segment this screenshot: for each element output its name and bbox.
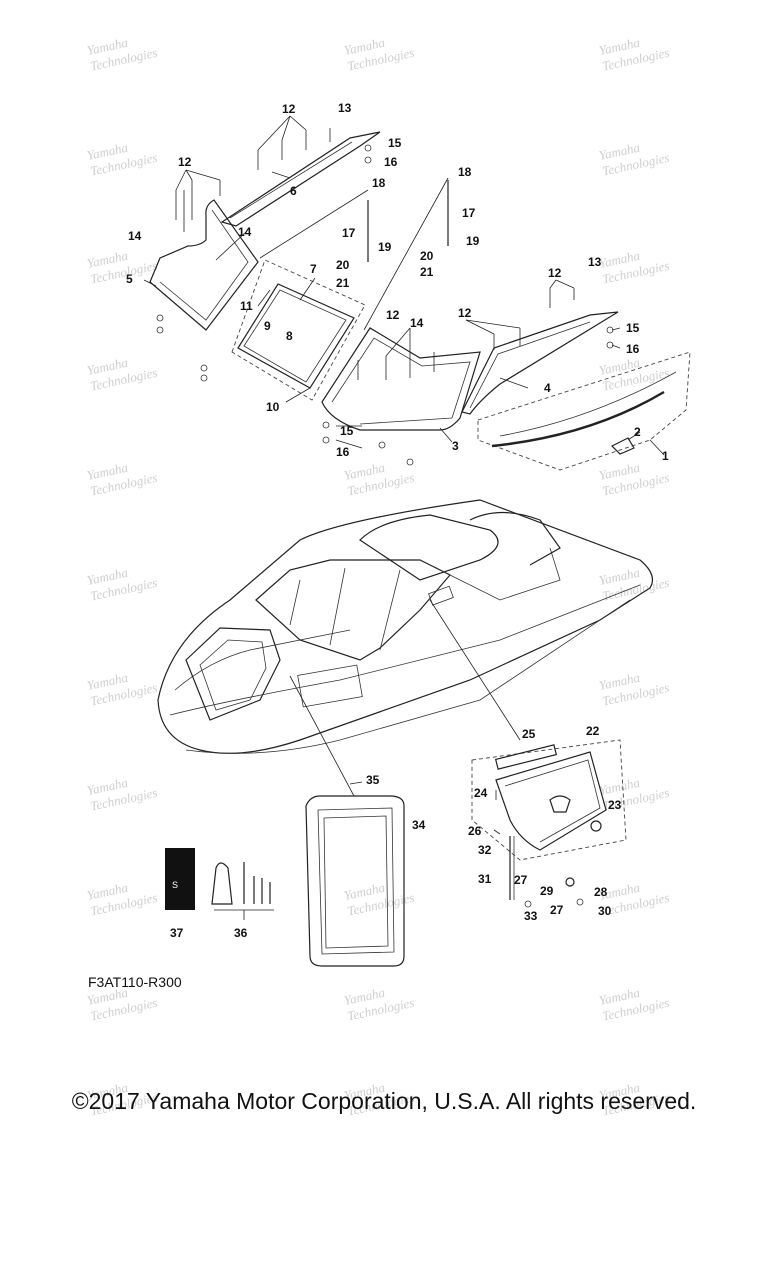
callout-20: 20	[420, 249, 434, 263]
storage-lid	[495, 751, 607, 851]
callout-22: 22	[586, 724, 600, 738]
windshield-top-trim	[220, 131, 381, 227]
callout-30: 30	[598, 904, 612, 918]
callout-35: 35	[366, 773, 380, 787]
callout-12: 12	[282, 102, 296, 116]
callout-14: 14	[410, 316, 424, 330]
callout-12: 12	[178, 155, 192, 169]
callout-5: 5	[126, 272, 133, 286]
callout-16: 16	[384, 155, 398, 169]
callout-33: 33	[524, 909, 538, 923]
callout-29: 29	[540, 884, 554, 898]
callout-14: 14	[128, 229, 142, 243]
callout-12: 12	[386, 308, 400, 322]
callout-17: 17	[462, 206, 476, 220]
callout-7: 7	[310, 262, 317, 276]
callout-12: 12	[548, 266, 562, 280]
callout-24: 24	[474, 786, 488, 800]
diagram-code: F3AT110-R300	[88, 974, 182, 990]
screws	[175, 128, 575, 380]
callout-2: 2	[634, 425, 641, 439]
callout-10: 10	[266, 400, 280, 414]
storage-lid-assembly	[429, 599, 627, 908]
callout-32: 32	[478, 843, 492, 857]
callout-1: 1	[662, 449, 669, 463]
callout-labels: 1 2 3 4 5 6 7 8 9 10 11 12 12 12 12 12 1…	[126, 101, 669, 940]
callout-16: 16	[336, 445, 350, 459]
callout-37: 37	[170, 926, 184, 940]
door-frame-outline	[231, 259, 366, 401]
callout-15: 15	[340, 424, 354, 438]
windshield-right-panel	[461, 311, 619, 415]
boat-hull-illustration	[157, 499, 653, 754]
callout-9: 9	[264, 319, 271, 333]
callout-13: 13	[338, 101, 352, 115]
callout-12: 12	[458, 306, 472, 320]
callout-31: 31	[478, 872, 492, 886]
fasteners	[156, 144, 614, 466]
callout-6: 6	[290, 184, 297, 198]
callout-16: 16	[626, 342, 640, 356]
callout-18: 18	[458, 165, 472, 179]
latch-part	[610, 437, 635, 455]
copyright-notice: ©2017 Yamaha Motor Corporation, U.S.A. A…	[71, 1088, 697, 1114]
callout-26: 26	[468, 824, 482, 838]
callout-17: 17	[342, 226, 356, 240]
callout-34: 34	[412, 818, 426, 832]
leader-lines	[143, 115, 665, 456]
accessories: S	[165, 848, 274, 920]
callout-15: 15	[626, 321, 640, 335]
windshield-door	[237, 283, 355, 389]
callout-23: 23	[608, 798, 622, 812]
rear-trim	[491, 390, 665, 448]
callout-3: 3	[452, 439, 459, 453]
door-panel	[305, 795, 405, 967]
callout-15: 15	[388, 136, 402, 150]
callout-11: 11	[240, 299, 253, 313]
callout-19: 19	[466, 234, 480, 248]
door-assembly	[289, 675, 405, 967]
windshield-center-panel	[321, 327, 481, 431]
callout-36: 36	[234, 926, 248, 940]
callout-13: 13	[588, 255, 602, 269]
windshield-assembly	[143, 115, 691, 471]
callout-27: 27	[550, 903, 564, 917]
callout-28: 28	[594, 885, 608, 899]
callout-21: 21	[420, 265, 434, 279]
svg-text:S: S	[172, 880, 178, 890]
callout-19: 19	[378, 240, 392, 254]
callout-18: 18	[372, 176, 386, 190]
callout-8: 8	[286, 329, 293, 343]
callout-25: 25	[522, 727, 536, 741]
windshield-left-panel	[149, 199, 259, 331]
callout-27: 27	[514, 873, 528, 887]
tool-bag-icon	[211, 862, 233, 905]
callout-20: 20	[336, 258, 350, 272]
callout-4: 4	[544, 381, 551, 395]
owners-manual	[165, 848, 195, 910]
callout-21: 21	[336, 276, 350, 290]
callout-14: 14	[238, 225, 252, 239]
